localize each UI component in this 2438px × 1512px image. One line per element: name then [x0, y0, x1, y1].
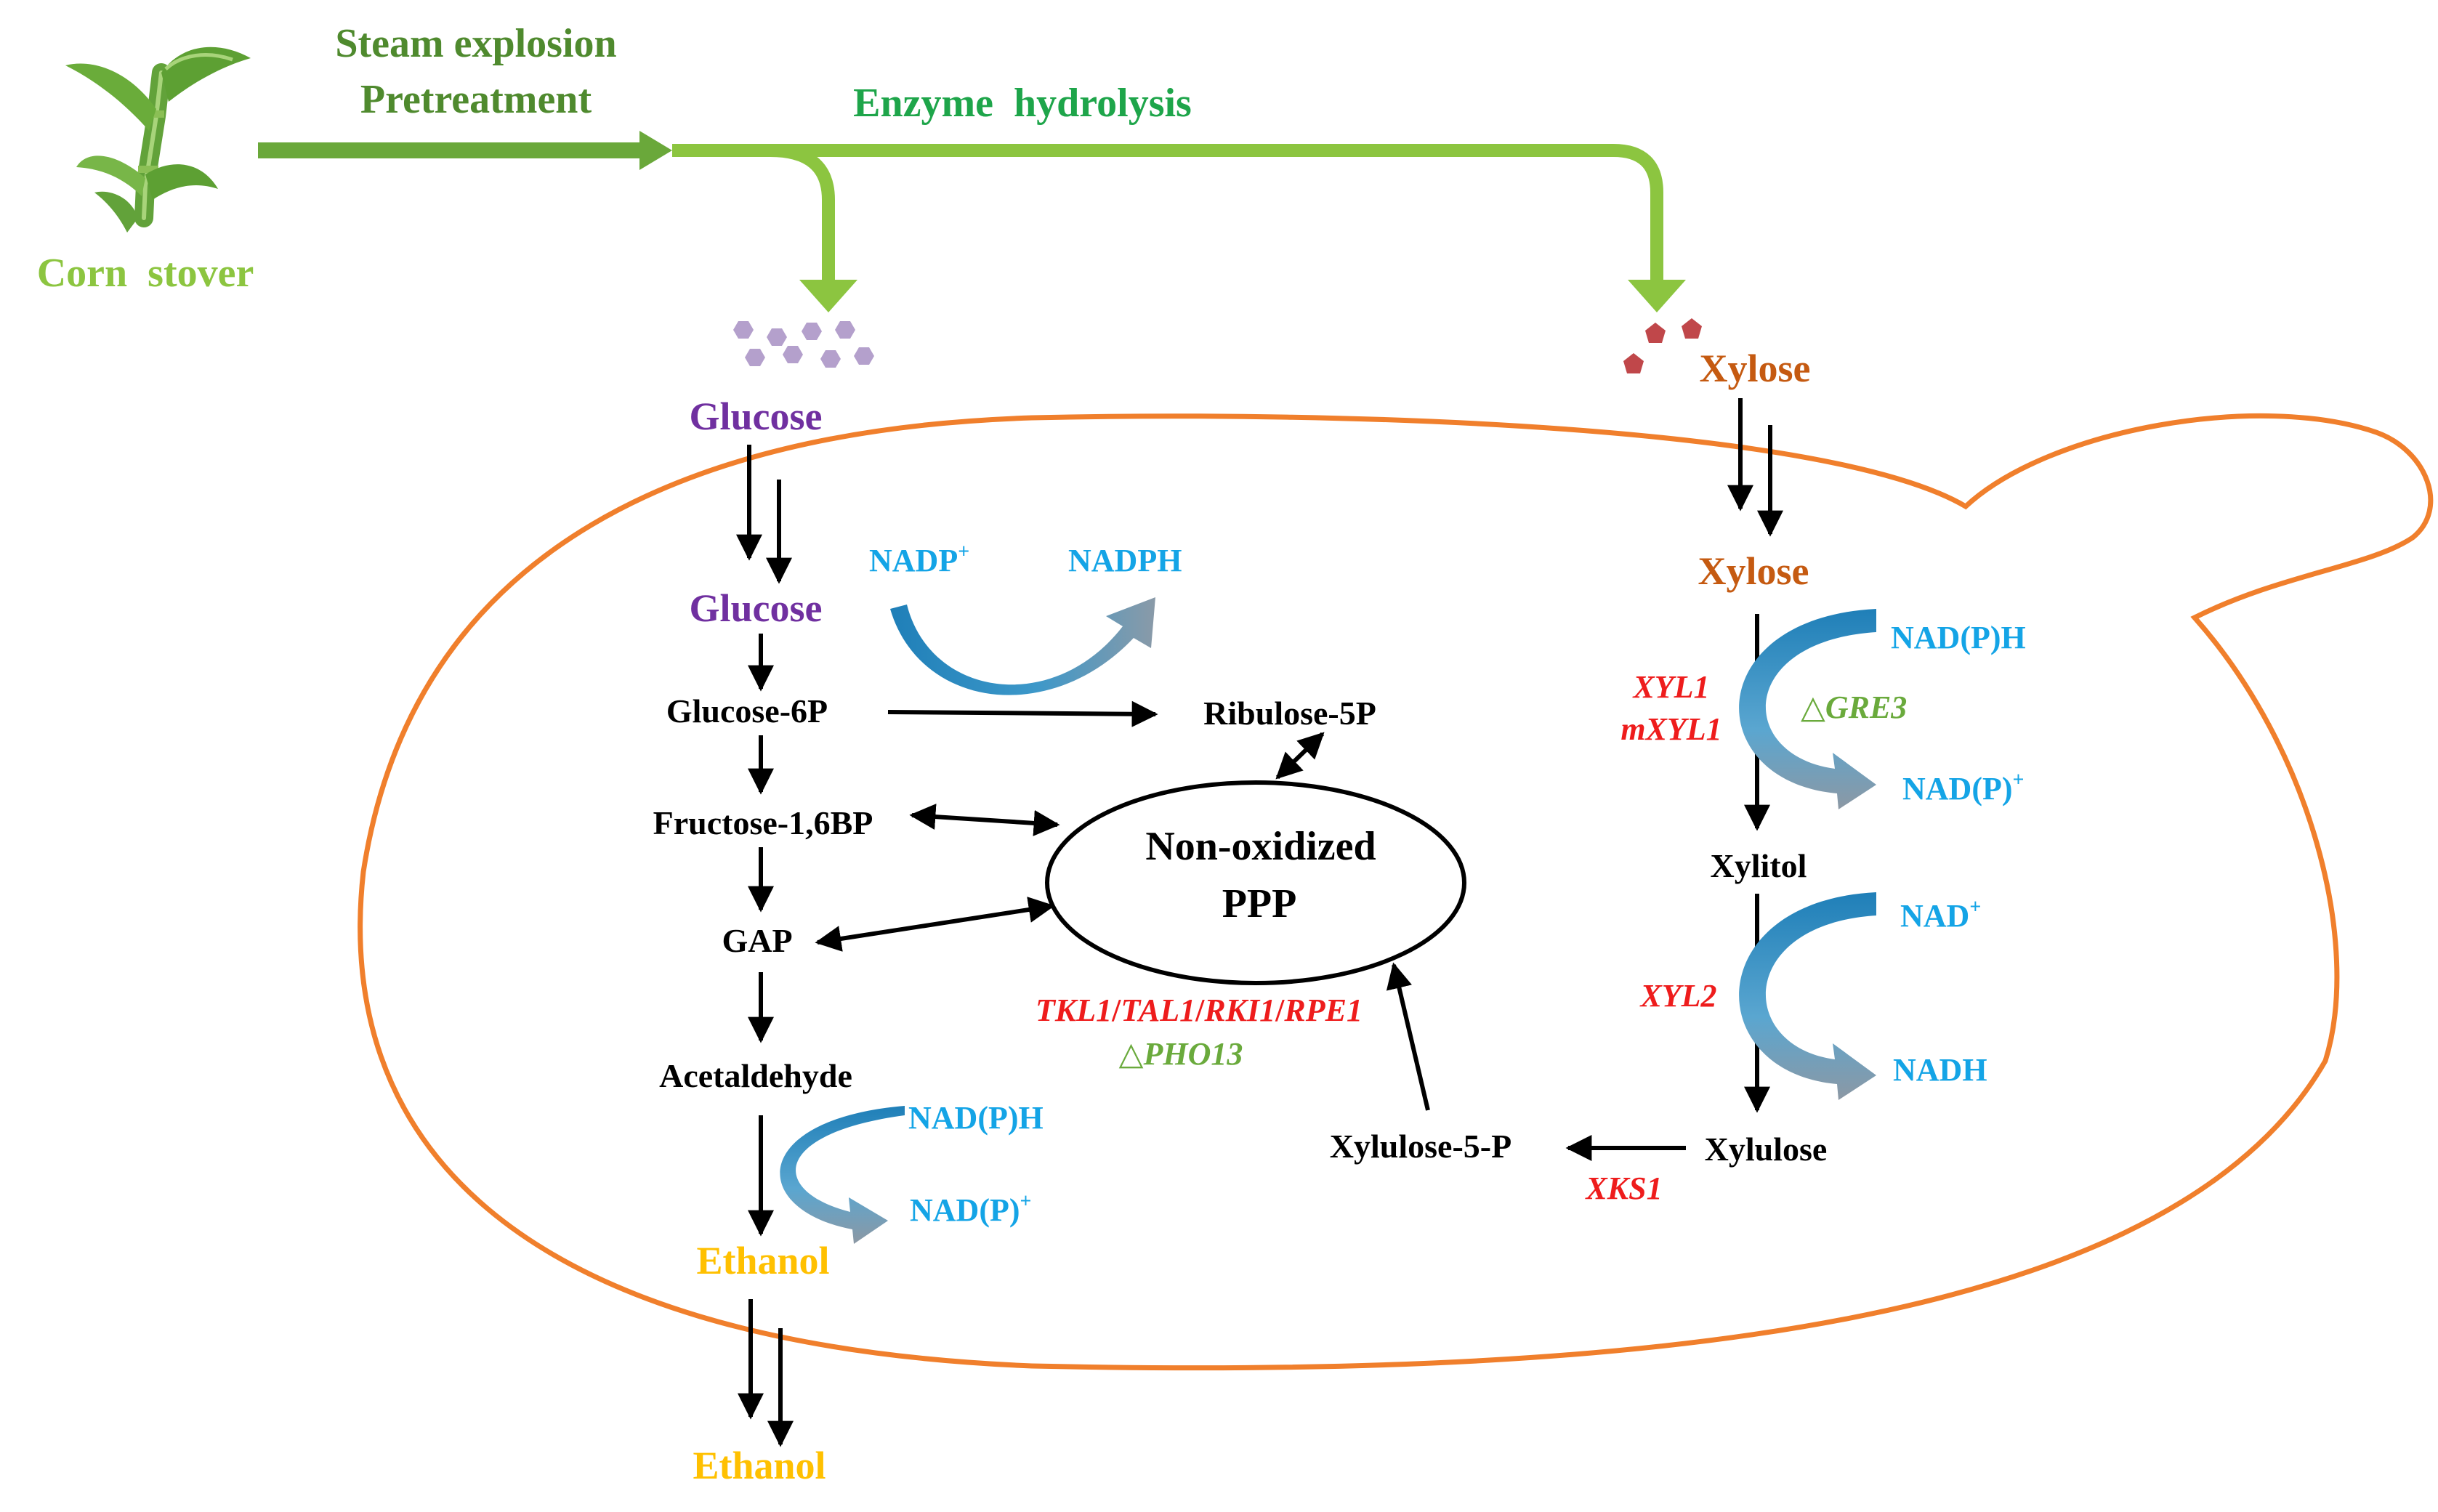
enzyme-hydrolysis-label: Enzyme hydrolysis [853, 81, 1192, 126]
nadp-cofactor-arc [890, 597, 1155, 695]
xylitol-cofactor-arc [1739, 892, 1876, 1100]
xylose-external-label: Xylose [1700, 347, 1811, 390]
pho13-deletion-label: △PHO13 [1119, 1036, 1243, 1072]
mxyl1-label: mXYL1 [1620, 711, 1721, 747]
ppp-label-line2: PPP [1222, 881, 1297, 926]
fbp-ppp-arrow [909, 804, 1060, 836]
nadph-label: NADPH [1068, 543, 1182, 578]
acetaldehyde-cofactor-arc [780, 1106, 905, 1244]
xks1-label: XKS1 [1584, 1171, 1662, 1206]
ribulose-5p-label: Ribulose-5P [1203, 695, 1376, 732]
nadp-xylose-label: NAD(P)+ [1902, 769, 2024, 806]
nadp-acetaldehyde-label: NAD(P)+ [910, 1190, 1031, 1228]
acetaldehyde-label: Acetaldehyde [659, 1057, 852, 1094]
xyl1-label: XYL1 [1631, 669, 1709, 705]
glucose-external-label: Glucose [690, 395, 823, 438]
steam-explosion-label: Steam explosion [335, 21, 616, 66]
pretreatment-label: Pretreatment [360, 77, 592, 122]
ppp-genes-label: TKL1/TAL1/RKI1/RPE1 [1036, 992, 1363, 1028]
nadh-label: NADH [1893, 1052, 1987, 1088]
ethanol-transport-arrow [738, 1299, 794, 1447]
glucose-transport-arrow [736, 445, 792, 584]
xylitol-label: Xylitol [1711, 847, 1807, 884]
gap-label: GAP [722, 922, 792, 959]
fructose-16bp-label: Fructose-1,6BP [653, 804, 873, 841]
corn-plant-icon [65, 47, 251, 233]
ppp-label-line1: Non-oxidized [1145, 824, 1376, 869]
ribulose-ppp-arrow [1275, 732, 1325, 780]
nad-plus-label: NAD+ [1900, 896, 1981, 934]
pretreatment-arrow [258, 131, 672, 170]
xylose-transport-arrow [1727, 398, 1783, 537]
glucose-6p-label: Glucose-6P [666, 692, 828, 729]
ethanol-external-label: Ethanol [693, 1444, 826, 1487]
xylulose-5p-label: Xylulose-5-P [1330, 1128, 1511, 1165]
g6p-to-ribulose-arrow [887, 700, 1158, 727]
corn-stover-label: Corn stover [37, 251, 254, 296]
nadph-xylose-label: NAD(P)H [1891, 620, 2026, 655]
enzyme-hydrolysis-arrow [672, 144, 1686, 312]
xylose-cofactor-arc [1739, 609, 1876, 809]
ethanol-internal-label: Ethanol [696, 1239, 829, 1282]
gre3-deletion-label: △GRE3 [1801, 690, 1907, 725]
xylose-molecules-icon [1623, 318, 1702, 373]
xylose-internal-label: Xylose [1698, 549, 1809, 593]
cell-membrane [358, 413, 2434, 1371]
nadp-plus-label: NADP+ [869, 541, 969, 578]
xylulose-label: Xylulose [1705, 1131, 1828, 1168]
xyl2-label: XYL2 [1639, 978, 1716, 1014]
x5p-to-ppp-arrow [1386, 962, 1430, 1111]
glucose-internal-label: Glucose [690, 586, 823, 630]
ppp-ellipse [1045, 780, 1466, 985]
gap-ppp-arrow [815, 897, 1055, 952]
nadph-acetaldehyde-label: NAD(P)H [908, 1100, 1044, 1136]
glucose-molecules-icon [733, 321, 874, 368]
